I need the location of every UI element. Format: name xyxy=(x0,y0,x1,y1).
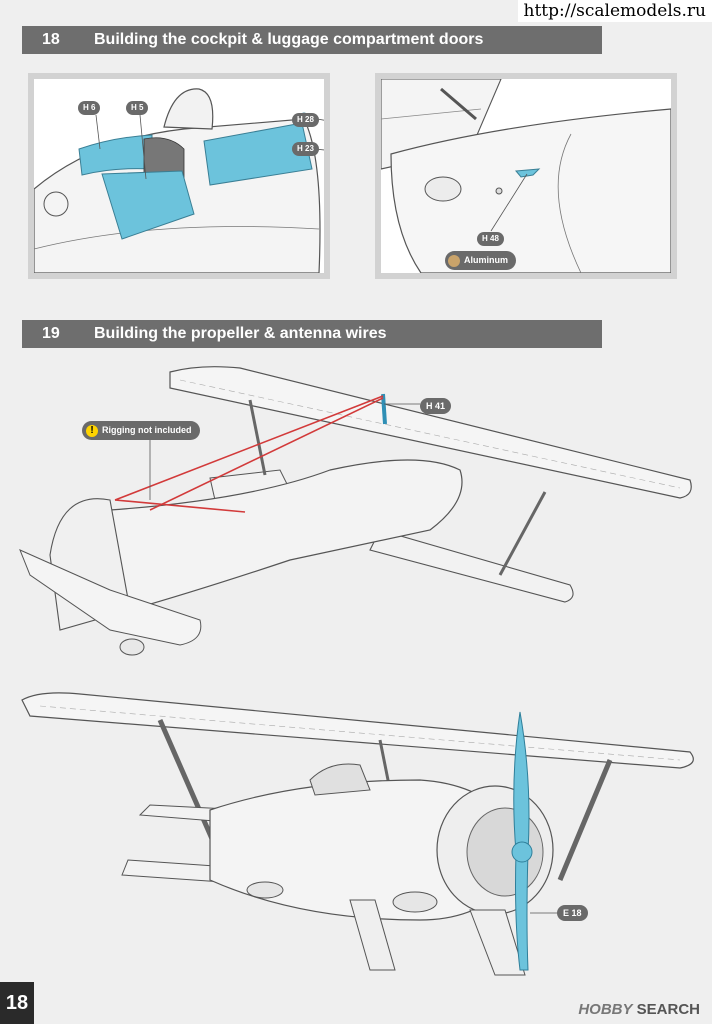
part-h5-callout: H 5 xyxy=(126,101,149,115)
step-title: Building the cockpit & luggage compartme… xyxy=(94,31,484,48)
part-h6-callout: H 6 xyxy=(78,101,101,115)
underside-detail-panel: H 48 Aluminum xyxy=(375,73,677,279)
biplane-propeller-illustration xyxy=(21,692,694,976)
cockpit-detail-panel: H 6 H 5 H 28 H 23 xyxy=(28,73,330,279)
underside-illustration xyxy=(381,79,671,273)
cockpit-illustration xyxy=(34,88,324,273)
aluminum-paint-label: Aluminum xyxy=(445,251,516,270)
step-number: 19 xyxy=(42,325,60,342)
step-19-header: 19 Building the propeller & antenna wire… xyxy=(22,320,602,348)
exclamation-icon: ! xyxy=(86,425,98,437)
step-18-header: 18 Building the cockpit & luggage compar… xyxy=(22,26,602,54)
step-number: 18 xyxy=(42,31,60,48)
part-h28-callout: H 28 xyxy=(292,113,319,127)
part-h48-callout: H 48 xyxy=(477,232,504,246)
part-h23-callout: H 23 xyxy=(292,142,319,156)
step-title: Building the propeller & antenna wires xyxy=(94,325,387,342)
brand-prefix: HOBBY xyxy=(578,1001,633,1018)
part-h41-callout: H 41 xyxy=(420,398,452,414)
page-number: 18 xyxy=(0,982,34,1024)
rigging-note: ! Rigging not included xyxy=(82,421,200,440)
brand-suffix: SEARCH xyxy=(636,1001,700,1018)
brand-logo: HOBBY SEARCH xyxy=(578,1001,700,1018)
rigging-note-text: Rigging not included xyxy=(102,425,192,435)
paint-palette-icon xyxy=(448,254,460,267)
site-watermark: http://scalemodels.ru xyxy=(517,0,712,22)
part-e18-callout: E 18 xyxy=(557,905,588,921)
paint-name: Aluminum xyxy=(464,255,508,265)
biplane-rigging-illustration xyxy=(19,366,692,656)
